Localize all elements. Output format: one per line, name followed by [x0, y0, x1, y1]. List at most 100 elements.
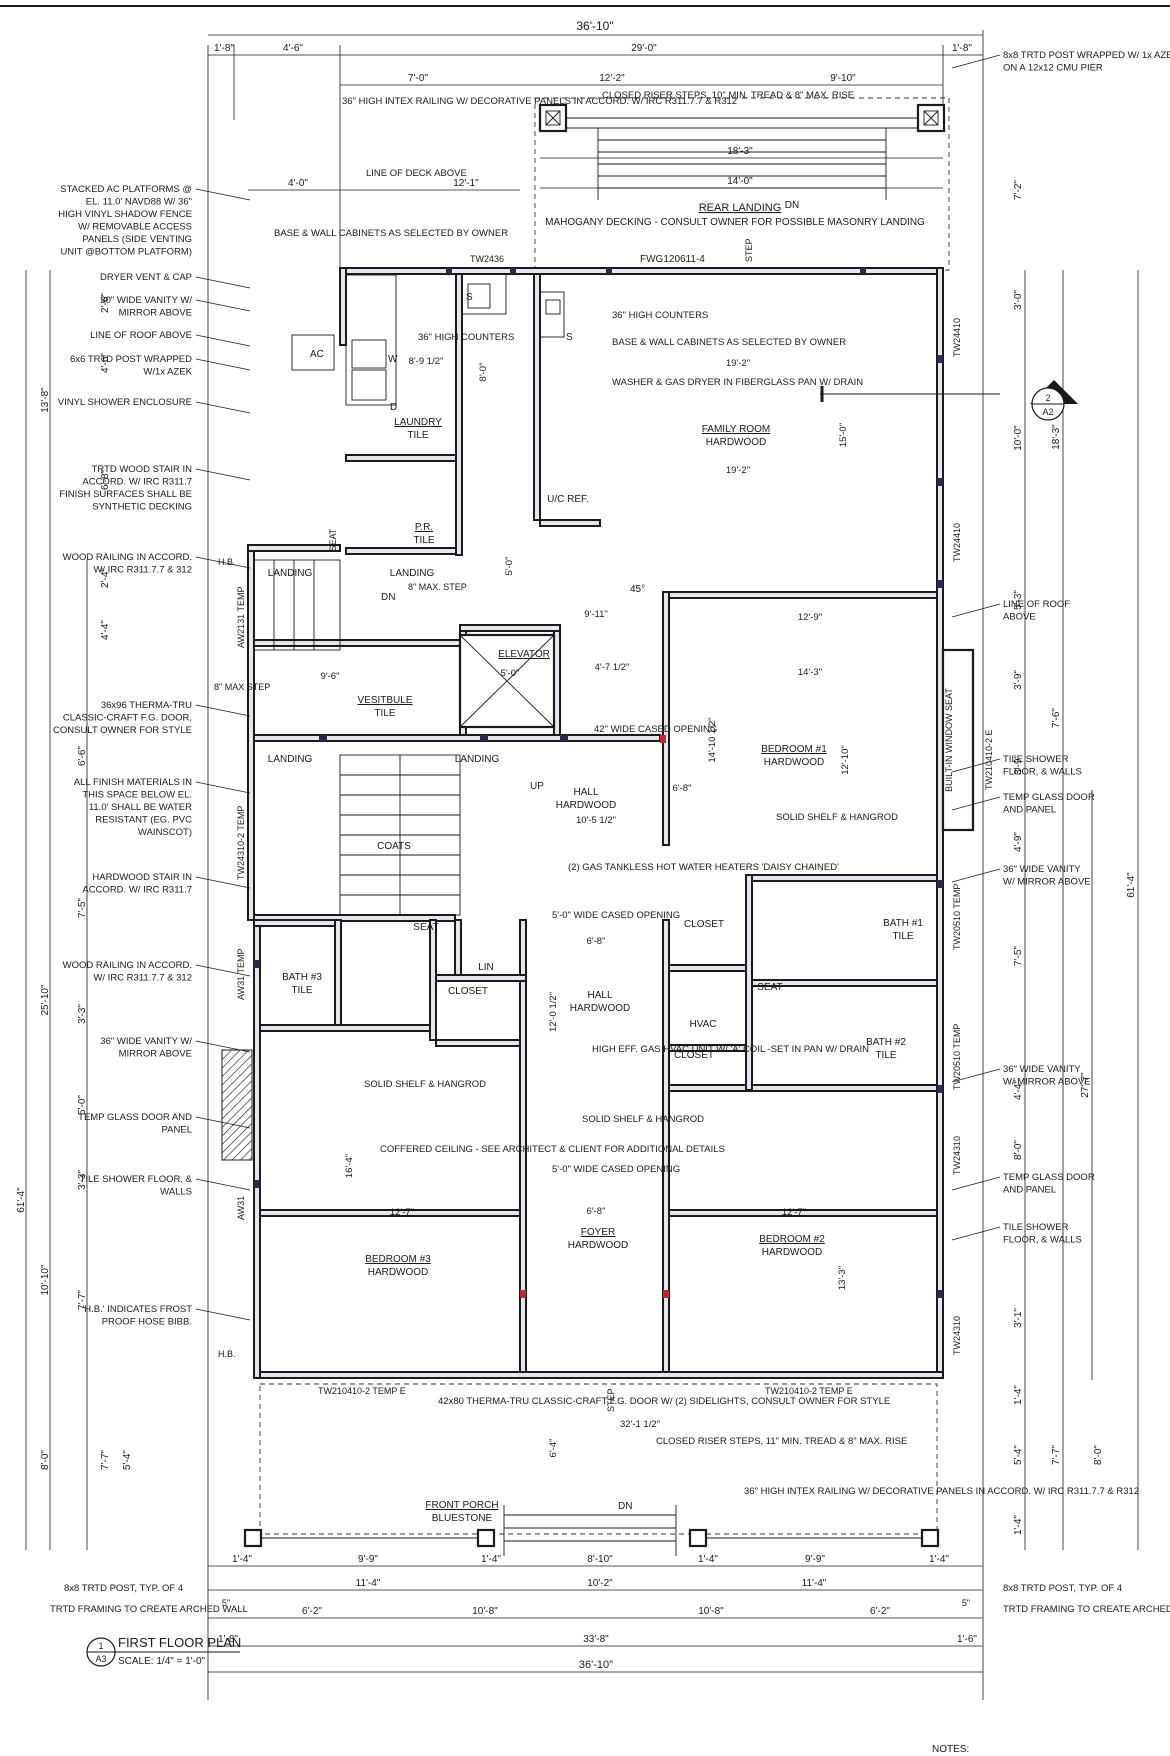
bedroom3-label: BEDROOM #3: [365, 1254, 431, 1265]
dim-overall-top: 36'-10": [576, 19, 613, 33]
note-left-13: 36" WIDE VANITY W/MIRROR ABOVE: [100, 1036, 192, 1060]
front-porch-label: FRONT PORCH: [425, 1500, 498, 1511]
dn-top-label: DN: [785, 200, 799, 211]
dim-interior-8: 12'-10": [840, 745, 851, 774]
note-water-heaters: (2) GAS TANKLESS HOT WATER HEATERS 'DAIS…: [568, 862, 839, 873]
dim-right-14: 8'-0": [1013, 1140, 1024, 1160]
dim-left-8: 3'-3": [77, 1170, 88, 1190]
window-front-right: TW210410-2 TEMP E: [765, 1386, 853, 1396]
leader-right-4: [951, 796, 1001, 811]
dim-interior-3: 15'-0": [838, 423, 849, 447]
note-opening-42: 42" WIDE CASED OPENING: [594, 724, 717, 735]
dim-deck-b: 12'-2": [599, 73, 625, 84]
landing-c-label: LANDING: [268, 754, 313, 765]
dim-left-3: 61'-4": [16, 1187, 27, 1213]
dim-bottom-row2-1: 11'-4": [356, 1578, 381, 1589]
note-left-4: LINE OF ROOF ABOVE: [90, 330, 192, 341]
step-front-label: STEP: [606, 1388, 616, 1412]
dim-right-8: 3'-9": [1013, 755, 1024, 775]
dim-left-17: 2'-4": [100, 568, 111, 588]
leader-left-10: [195, 781, 251, 794]
note-post-typ-right: 8x8 TRTD POST, TYP. OF 4: [1003, 1583, 1122, 1594]
leader-right-1: [951, 54, 1001, 69]
hall2-label: HALL: [587, 990, 612, 1001]
built-in-seat-label: BUILT-IN WINDOW SEAT: [944, 688, 954, 792]
dim-bottom-row2-2: 10'-2": [587, 1578, 613, 1589]
dim-bottom-row1-1: 1'-4": [232, 1554, 252, 1565]
dim-landing-w: 14'-0": [727, 176, 753, 187]
dim-right-7: 3'-9": [1013, 670, 1024, 690]
dim-right-17: 7'-7": [1051, 1445, 1062, 1465]
title-num: 1: [98, 1641, 103, 1651]
bath3-label: BATH #3: [282, 972, 322, 983]
note-left-2: DRYER VENT & CAP: [100, 272, 192, 283]
dim-bottom-row4-3: 1'-6": [957, 1634, 977, 1645]
note-left-15: TILE SHOWER FLOOR, &WALLS: [80, 1174, 193, 1198]
notes-left: STACKED AC PLATFORMS @EL. 11.0' NAVD88 W…: [53, 184, 251, 1328]
washer-w: W: [388, 354, 398, 365]
section-marker: 2 A2: [820, 380, 1078, 421]
title-block: 1 A3 FIRST FLOOR PLAN SCALE: 1/4" = 1'-0…: [86, 1635, 969, 1755]
foyer-finish: HARDWOOD: [568, 1240, 629, 1251]
dim-upper-left: 4'-0": [288, 178, 308, 189]
dim-bottom-row1-4: 8'-10": [587, 1554, 613, 1565]
pr-finish: TILE: [413, 535, 434, 546]
note-solid-shelf-b: SOLID SHELF & HANGROD: [364, 1079, 486, 1090]
dim-left-1: 13'-8": [40, 387, 51, 413]
leader-left-4: [195, 334, 251, 347]
dim-left-14: 2'-6": [100, 293, 111, 313]
dim-left-4: 6'-6": [77, 746, 88, 766]
dim-deck-a: 7'-0": [408, 73, 428, 84]
center-notes: 36" HIGH INTEX RAILING W/ DECORATIVE PAN…: [50, 90, 1170, 1615]
landing-d-label: LANDING: [455, 754, 500, 765]
dim-bottom-row1-6: 9'-9": [805, 1554, 825, 1565]
dim-top-right: 1'-8": [952, 43, 972, 54]
stair-main: [339, 754, 461, 916]
hall1-label: HALL: [573, 787, 598, 798]
laundry-finish: TILE: [407, 430, 428, 441]
dim-right-18: 5'-4": [1013, 1445, 1024, 1465]
dim-left-2: 25'-10": [40, 984, 51, 1015]
dim-left-15: 4'-6": [100, 353, 111, 373]
leader-left-6: [195, 401, 251, 414]
bath1-finish: TILE: [892, 931, 913, 942]
dim-right-16: 8'-0": [1093, 1445, 1104, 1465]
left-dimensions: 13'-8"25'-10"61'-4"6'-6"7'-5"3'-3"5'-0"3…: [16, 270, 133, 1550]
front-porch: [243, 1383, 940, 1556]
dim-bottom-row1-2: 9'-9": [358, 1554, 378, 1565]
dim-top-main: 29'-0": [631, 43, 657, 54]
family-room-label: FAMILY ROOM: [702, 424, 771, 435]
bottom-dimensions: 1'-4"9'-9"1'-4"8'-10"1'-4"9'-9"1'-4"11'-…: [208, 1554, 983, 1673]
window-markers: [254, 268, 943, 1298]
dim-bottom-row1-5: 1'-4": [698, 1554, 718, 1565]
note-deck-line: LINE OF DECK ABOVE: [366, 168, 467, 179]
leader-right-5: [951, 868, 1001, 883]
note-left-8: WOOD RAILING IN ACCORD.W/ IRC R311.7.7 &…: [63, 552, 192, 576]
leader-right-7: [951, 1176, 1001, 1191]
dim-top-left: 1'-8": [214, 43, 234, 54]
dim-right-9: 4'-9": [1013, 832, 1024, 852]
note-hvac: HIGH EFF. GAS HVAC UNIT W/ 'A' COIL -SET…: [592, 1044, 869, 1055]
dim-left-13: 5'-4": [122, 1450, 133, 1470]
dim-deck-inner: 18'-3": [727, 146, 753, 157]
dim-interior-4: 8'-9 1/2": [409, 356, 444, 367]
step-label-top: STEP: [744, 238, 754, 262]
dim-right-5: 5'-3": [1013, 590, 1024, 610]
hvac-label: HVAC: [689, 1019, 716, 1030]
note-washer: WASHER & GAS DRYER IN FIBERGLASS PAN W/ …: [612, 377, 863, 388]
dim-right-1: 7'-2": [1013, 180, 1024, 200]
dim-left-6: 3'-3": [77, 1004, 88, 1024]
dn-stair-label: DN: [381, 592, 395, 603]
note-railing: 36" HIGH INTEX RAILING W/ DECORATIVE PAN…: [342, 96, 737, 107]
dim-interior-7: 14'-3": [798, 667, 822, 678]
vestibule-label: VESITBULE: [357, 695, 412, 706]
dim-edge-left: 5": [222, 1598, 230, 1608]
dim-interior-22: 4'-7 1/2": [595, 662, 630, 673]
leader-right-8: [951, 1226, 1001, 1241]
dim-deck-c: 9'-10": [830, 73, 856, 84]
